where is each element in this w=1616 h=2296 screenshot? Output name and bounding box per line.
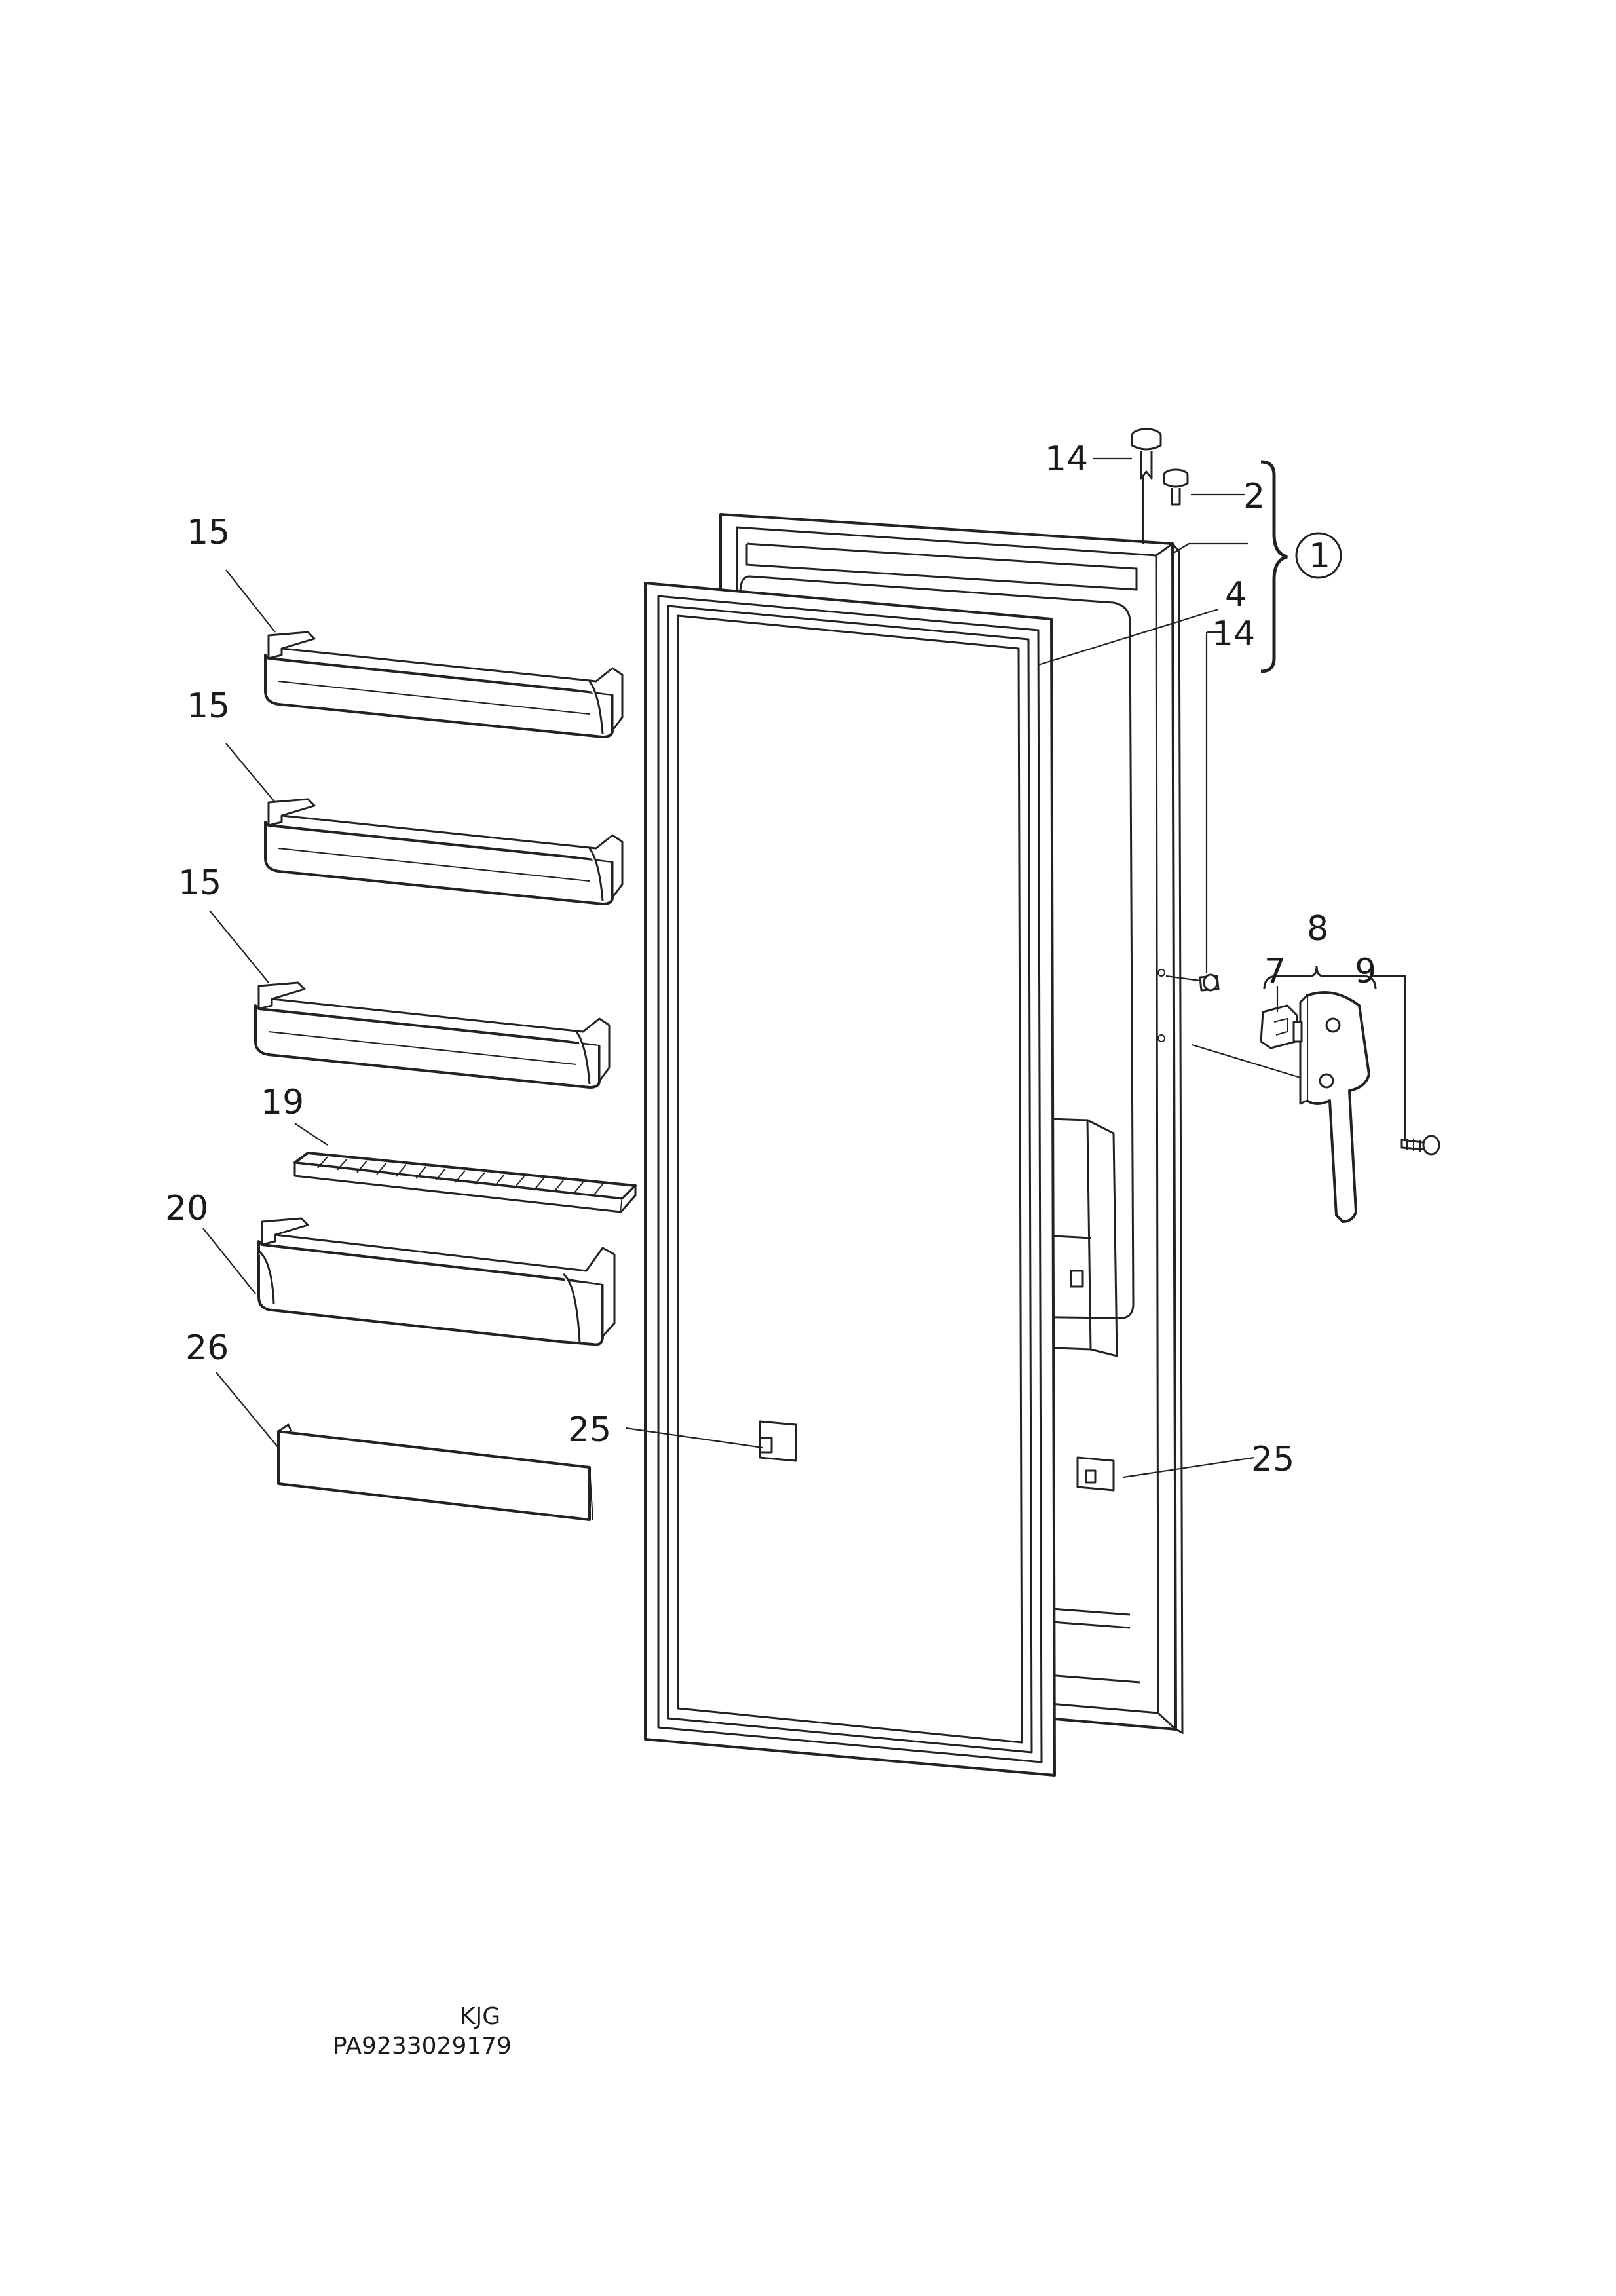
callout-20: 20 — [165, 1189, 208, 1228]
hinge-screw-14 — [1199, 973, 1220, 992]
assembly-brace — [1260, 460, 1288, 673]
callout-15-b: 15 — [187, 687, 230, 726]
callout-25-right: 25 — [1251, 1440, 1294, 1479]
leader-lines — [202, 457, 1406, 1478]
handle-screw-9 — [1400, 1135, 1440, 1156]
grill-shelf-19 — [293, 1152, 637, 1213]
callout-9: 9 — [1355, 952, 1376, 991]
callout-15-c: 15 — [178, 863, 221, 903]
door-gasket — [644, 582, 1056, 1777]
handle-clip-7 — [1260, 1004, 1298, 1049]
bottle-shelf-20 — [257, 1217, 616, 1346]
clip-25-right — [1076, 1456, 1115, 1492]
footer-part-number: PA9233029179 — [333, 2033, 512, 2060]
door-shelf-15-top — [264, 631, 624, 738]
callout-14-mid: 14 — [1212, 614, 1255, 654]
callout-19: 19 — [261, 1083, 304, 1122]
handle-8 — [1292, 991, 1370, 1223]
hinge-pin-2 — [1163, 468, 1189, 506]
callout-1: 1 — [1309, 536, 1330, 576]
callout-14-top: 14 — [1045, 440, 1088, 479]
footer-code: KJG — [460, 2003, 500, 2030]
door-shelf-15-mid — [264, 798, 624, 905]
callout-7: 7 — [1264, 952, 1286, 991]
cover-26 — [277, 1423, 593, 1521]
clip-25-left — [759, 1420, 797, 1462]
callout-15-a: 15 — [187, 513, 230, 552]
callout-4: 4 — [1225, 575, 1247, 614]
hinge-pin-14-top — [1131, 428, 1162, 480]
callout-25-left: 25 — [568, 1410, 611, 1450]
door-shelf-15-low — [254, 981, 611, 1089]
callout-8: 8 — [1307, 909, 1328, 949]
handle-brace — [1263, 966, 1377, 990]
callout-2: 2 — [1243, 477, 1265, 516]
callout-1-circle — [1295, 532, 1342, 579]
callout-26: 26 — [185, 1328, 229, 1368]
